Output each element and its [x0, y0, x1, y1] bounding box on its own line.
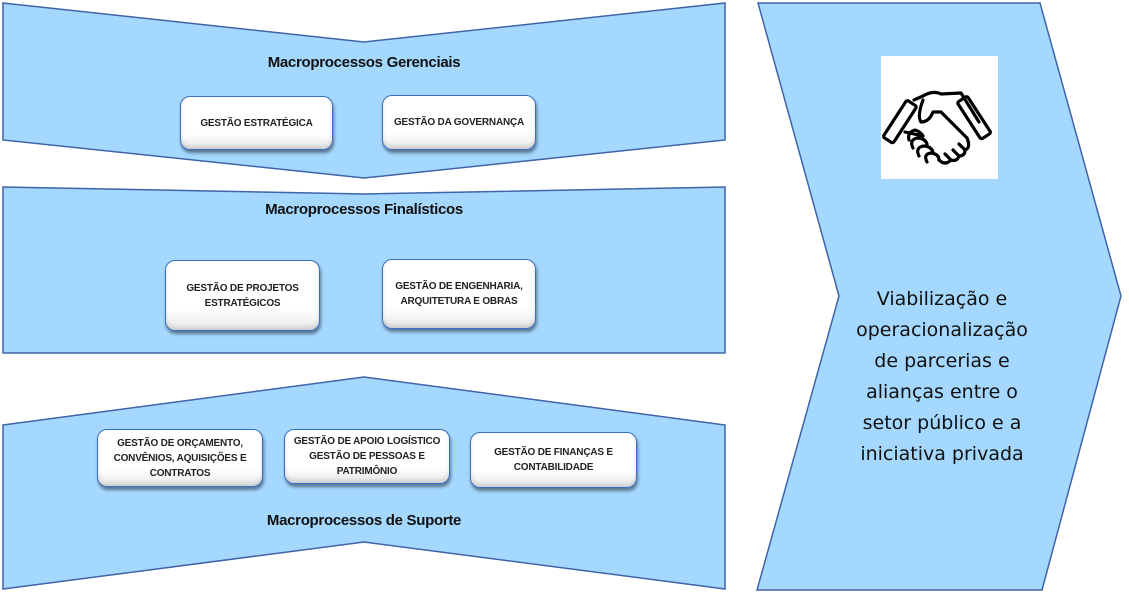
process-box-projetos-estrategicos[interactable]: GESTÃO DE PROJETOS ESTRATÉGICOS: [165, 260, 320, 331]
gerenciais-chevron: [2, 2, 726, 179]
section-title-suporte: Macroprocessos de Suporte: [266, 512, 462, 529]
process-box-gestao-governanca[interactable]: GESTÃO DA GOVERNANÇA: [382, 95, 536, 150]
section-title-gerenciais: Macroprocessos Gerenciais: [267, 54, 461, 71]
process-box-gestao-estrategica[interactable]: GESTÃO ESTRATÉGICA: [180, 96, 333, 150]
process-box-financas-contabilidade[interactable]: GESTÃO DE FINANÇAS E CONTABILIDADE: [470, 432, 637, 488]
section-title-finalisticos: Macroprocessos Finalísticos: [265, 201, 463, 218]
outcome-text: Viabilização e operacionalização de parc…: [856, 288, 1028, 465]
handshake-image: [881, 56, 998, 179]
process-box-orcamento-convenios[interactable]: GESTÃO DE ORÇAMENTO, CONVÊNIOS, AQUISIÇÕ…: [97, 429, 263, 487]
outcome-chevron: [756, 2, 1122, 591]
process-box-engenharia-arquitetura-obras[interactable]: GESTÃO DE ENGENHARIA, ARQUITETURA E OBRA…: [382, 259, 536, 329]
handshake-icon: [882, 90, 992, 165]
process-box-apoio-logistico[interactable]: GESTÃO DE APOIO LOGÍSTICO GESTÃO DE PESS…: [284, 429, 450, 484]
